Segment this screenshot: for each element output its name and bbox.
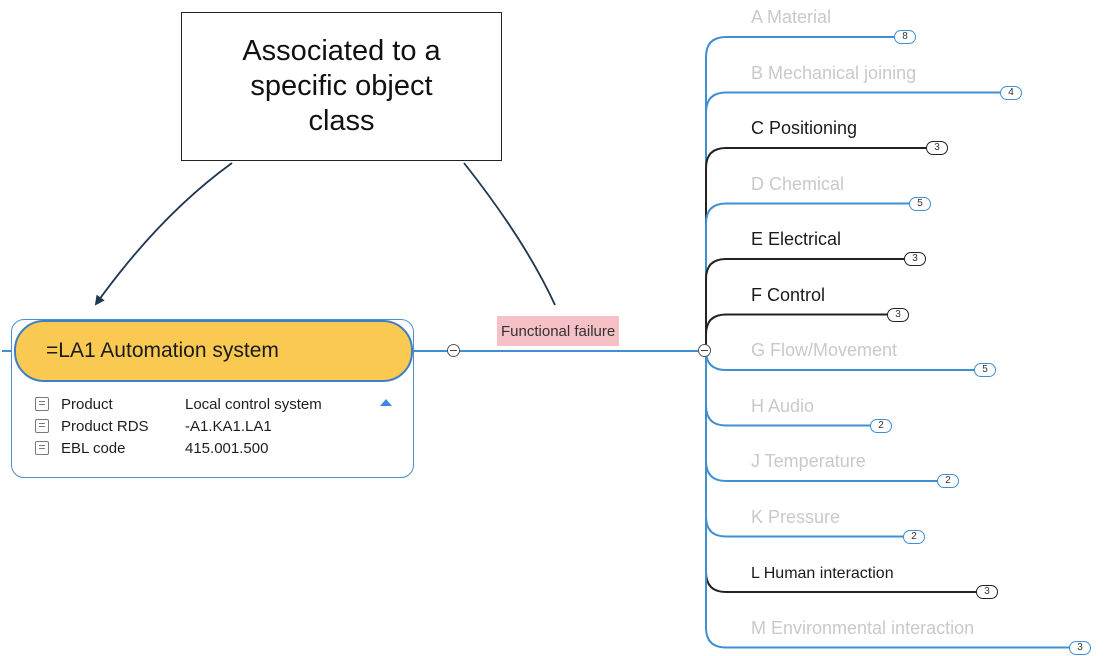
collapse-central-button[interactable] <box>447 344 460 357</box>
child-count-badge[interactable]: 8 <box>894 30 916 44</box>
branch-connector <box>705 36 896 351</box>
central-node-title[interactable]: =LA1 Automation system <box>14 320 413 382</box>
child-count-badge[interactable]: 3 <box>926 141 948 155</box>
branch-label[interactable]: A Material <box>751 7 832 27</box>
callout-box: Associated to a specific object class <box>181 12 502 161</box>
branch-label[interactable]: C Positioning <box>751 118 858 138</box>
child-count-badge[interactable]: 2 <box>937 474 959 488</box>
branch-label[interactable]: L Human interaction <box>751 565 894 582</box>
property-row: Product RDS -A1.KA1.LA1 <box>35 415 322 437</box>
property-label: EBL code <box>61 439 126 457</box>
branch-connector <box>705 91 1002 351</box>
branch-label[interactable]: D Chemical <box>751 173 845 194</box>
child-count-badge[interactable]: 3 <box>976 585 998 599</box>
branch-label[interactable]: H Audio <box>751 395 815 416</box>
branch-connector <box>705 147 928 351</box>
child-count-badge[interactable]: 2 <box>870 418 892 433</box>
collapse-relation-button[interactable] <box>698 344 711 357</box>
branch-label[interactable]: E Electrical <box>751 229 842 249</box>
branch-label[interactable]: G Flow/Movement <box>751 340 898 360</box>
branch-connector <box>705 258 906 351</box>
callout-arrow-right <box>463 162 556 306</box>
list-icon <box>35 441 49 455</box>
child-count-badge[interactable]: 5 <box>909 196 931 211</box>
branch-label[interactable]: K Pressure <box>751 506 841 527</box>
child-count-badge[interactable]: 3 <box>1069 640 1091 655</box>
branch-label[interactable]: J Temperature <box>751 451 866 471</box>
property-label: Product <box>61 395 113 413</box>
property-row: EBL code 415.001.500 <box>35 437 322 459</box>
branch-label[interactable]: M Environmental interaction <box>751 617 975 638</box>
callout-text: Associated to a specific object class <box>242 35 441 137</box>
branch-connector <box>705 313 889 351</box>
branch-connector <box>705 202 911 351</box>
child-count-badge[interactable]: 5 <box>974 363 996 377</box>
list-icon <box>35 419 49 433</box>
property-label: Product RDS <box>61 417 149 435</box>
child-count-badge[interactable]: 4 <box>1000 85 1022 100</box>
child-count-badge[interactable]: 3 <box>904 252 926 266</box>
property-row: Product Local control system <box>35 393 322 415</box>
callout-arrow-left <box>94 162 233 306</box>
property-value: 415.001.500 <box>185 439 269 457</box>
branch-label[interactable]: B Mechanical joining <box>751 62 917 83</box>
property-value: Local control system <box>185 395 322 413</box>
child-count-badge[interactable]: 3 <box>887 307 909 322</box>
relation-label[interactable]: Functional failure <box>497 316 620 346</box>
branch-label[interactable]: F Control <box>751 284 826 305</box>
list-icon <box>35 397 49 411</box>
property-value: -A1.KA1.LA1 <box>185 417 272 435</box>
child-count-badge[interactable]: 2 <box>903 529 925 544</box>
branch-connector <box>705 351 1071 649</box>
sort-up-icon[interactable] <box>380 399 392 406</box>
